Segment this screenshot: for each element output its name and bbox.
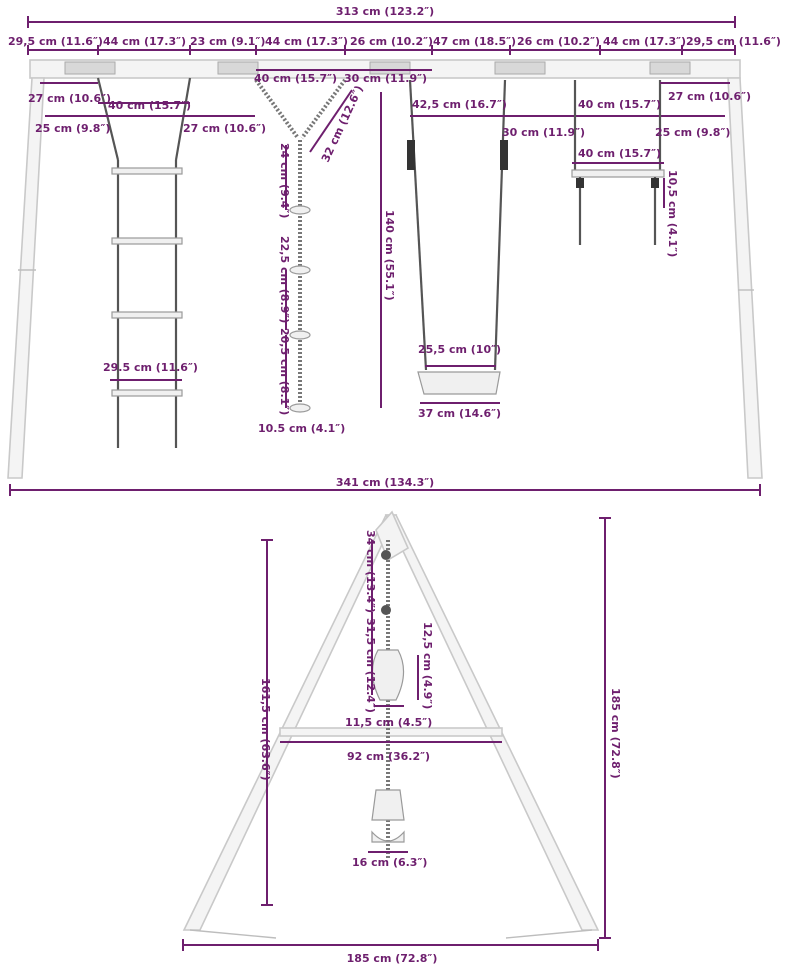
top-segments-dimension: 29,5 cm (11.6″) 44 cm (17.3″) 23 cm (9.1…	[8, 35, 781, 55]
trapeze: 40 cm (15.7″) 27 cm (10.6″) 25 cm (9.8″)…	[571, 80, 751, 257]
side-base-width: 185 cm (72.8″)	[347, 952, 438, 965]
side-handle-h: 12,5 cm (4.9″)	[421, 622, 434, 709]
overall-top-dimension: 313 cm (123.2″)	[27, 5, 736, 28]
seg-label-7: 26 cm (10.2″)	[517, 35, 600, 48]
seg-label-9: 29,5 cm (11.6″)	[686, 35, 781, 48]
trapeze-ring-height: 10,5 cm (4.1″)	[666, 170, 679, 257]
ladder-offset-right: 27 cm (10.6″)	[183, 122, 266, 135]
trapeze-bar-width: 40 cm (15.7″)	[578, 147, 661, 160]
side-rope-mid: 31,5 cm (12.4″)	[364, 618, 377, 713]
swing-seat-outer: 37 cm (14.6″)	[418, 407, 501, 420]
side-rope	[371, 540, 405, 860]
ladder-width-top: 40 cm (15.7″)	[108, 99, 191, 112]
ladder-rung-width: 29.5 cm (11.6″)	[103, 361, 198, 374]
swing-height: 140 cm (55.1″)	[383, 210, 396, 301]
overall-bottom-dimension: 341 cm (134.3″)	[9, 476, 761, 496]
side-crossbar: 92 cm (36.2″)	[347, 750, 430, 763]
seg-label-1: 29,5 cm (11.6″)	[8, 35, 103, 48]
a-frame	[182, 510, 600, 939]
swing-offset-mid: 30 cm (11.9″)	[502, 126, 585, 139]
seg-label-6: 47 cm (18.5″)	[433, 35, 516, 48]
side-handle-w: 11,5 cm (4.5″)	[345, 716, 432, 729]
seg-label-2: 44 cm (17.3″)	[103, 35, 186, 48]
seg-label-3: 23 cm (9.1″)	[190, 35, 265, 48]
rope-seg2: 22,5 cm (8.9″)	[278, 236, 291, 323]
rope-ladder: 27 cm (10.6″) 40 cm (15.7″) 25 cm (9.8″)…	[28, 77, 266, 448]
swing-seat-inner: 25,5 cm (10″)	[418, 343, 501, 356]
side-view: 34 cm (13.4″) 31,5 cm (12.4″) 12,5 cm (4…	[182, 510, 622, 965]
overall-top-label: 313 cm (123.2″)	[336, 5, 434, 18]
trapeze-offset-right: 27 cm (10.6″)	[668, 90, 751, 103]
side-rope-top: 34 cm (13.4″)	[364, 530, 377, 613]
side-seat-depth: 16 cm (6.3″)	[352, 856, 427, 869]
side-outer-height: 185 cm (72.8″)	[609, 688, 622, 779]
swing-rope-width: 42,5 cm (16.7″)	[412, 98, 507, 111]
swing: 30 cm (11.9″) 140 cm (55.1″) 42,5 cm (16…	[344, 69, 725, 420]
overall-bottom-label: 341 cm (134.3″)	[336, 476, 434, 489]
trapeze-top-width: 40 cm (15.7″)	[578, 98, 661, 111]
front-legs	[7, 77, 763, 479]
seg-label-4: 44 cm (17.3″)	[265, 35, 348, 48]
rope-seg1: 24 cm (9.4″)	[278, 143, 291, 218]
front-view: 313 cm (123.2″) 29,5 cm (11.6″) 44 cm (1…	[7, 5, 781, 496]
side-inner-height: 161,5 cm (63.6″)	[259, 678, 272, 781]
swing-mount-width: 30 cm (11.9″)	[344, 72, 427, 85]
seg-label-8: 44 cm (17.3″)	[603, 35, 686, 48]
side-dimensions: 34 cm (13.4″) 31,5 cm (12.4″) 12,5 cm (4…	[182, 517, 622, 965]
climbing-rope: 40 cm (15.7″) 32 cm (12.6″) 24 cm (9.4″)…	[254, 69, 366, 435]
ladder-offset-left: 25 cm (9.8″)	[35, 122, 110, 135]
rope-disc: 10.5 cm (4.1″)	[258, 422, 345, 435]
rope-seg3: 20,5 cm (8.1″)	[278, 328, 291, 415]
rope-top-width: 40 cm (15.7″)	[254, 72, 337, 85]
seg-label-5: 26 cm (10.2″)	[350, 35, 433, 48]
ladder-offset-top: 27 cm (10.6″)	[28, 92, 111, 105]
rope-branch: 32 cm (12.6″)	[319, 83, 366, 164]
trapeze-offset-left: 25 cm (9.8″)	[655, 126, 730, 139]
